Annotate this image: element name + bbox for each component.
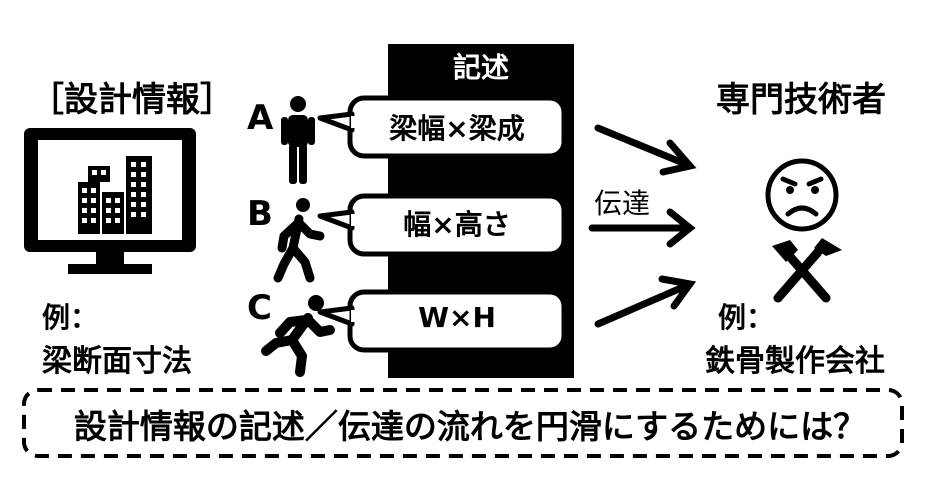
specialist-label: 専門技術者 xyxy=(716,80,886,120)
bubble-text-b: 幅×高さ xyxy=(403,208,511,241)
bubble-text-c: W×H xyxy=(418,301,496,334)
speech-bubble-c xyxy=(317,289,567,353)
arrow-to-specialist-middle xyxy=(588,208,696,248)
design-info-label: ［設計情報］ xyxy=(30,80,234,120)
row-letter-c: C xyxy=(247,288,272,328)
standing-person-icon xyxy=(281,96,315,184)
running-person-icon xyxy=(261,295,335,377)
footer-question: 設計情報の記述／伝達の流れを円滑にするためには？ xyxy=(73,407,867,446)
column-header: 記述 xyxy=(452,51,509,84)
transmit-label: 伝達 xyxy=(594,187,651,220)
example-value-left: 梁断面寸法 xyxy=(42,344,192,379)
example-value-right: 鉄骨製作会社 xyxy=(705,344,885,379)
arrow-to-specialist-top xyxy=(594,124,697,176)
row-letter-b: B xyxy=(247,194,273,234)
speech-bubble-a xyxy=(317,95,567,159)
footer-dashed-box xyxy=(22,388,904,458)
monitor-with-building-icon xyxy=(24,128,196,274)
walking-person-icon xyxy=(273,198,325,283)
crossed-hammers-icon xyxy=(772,238,842,303)
speech-bubble-b xyxy=(317,193,567,257)
example-label-left: 例： xyxy=(42,301,99,334)
bubble-text-a: 梁幅×梁成 xyxy=(389,112,525,145)
arrow-to-specialist-bottom xyxy=(594,275,697,328)
example-label-right: 例： xyxy=(718,301,775,334)
worried-face-icon xyxy=(765,158,839,232)
row-letter-a: A xyxy=(247,98,274,138)
